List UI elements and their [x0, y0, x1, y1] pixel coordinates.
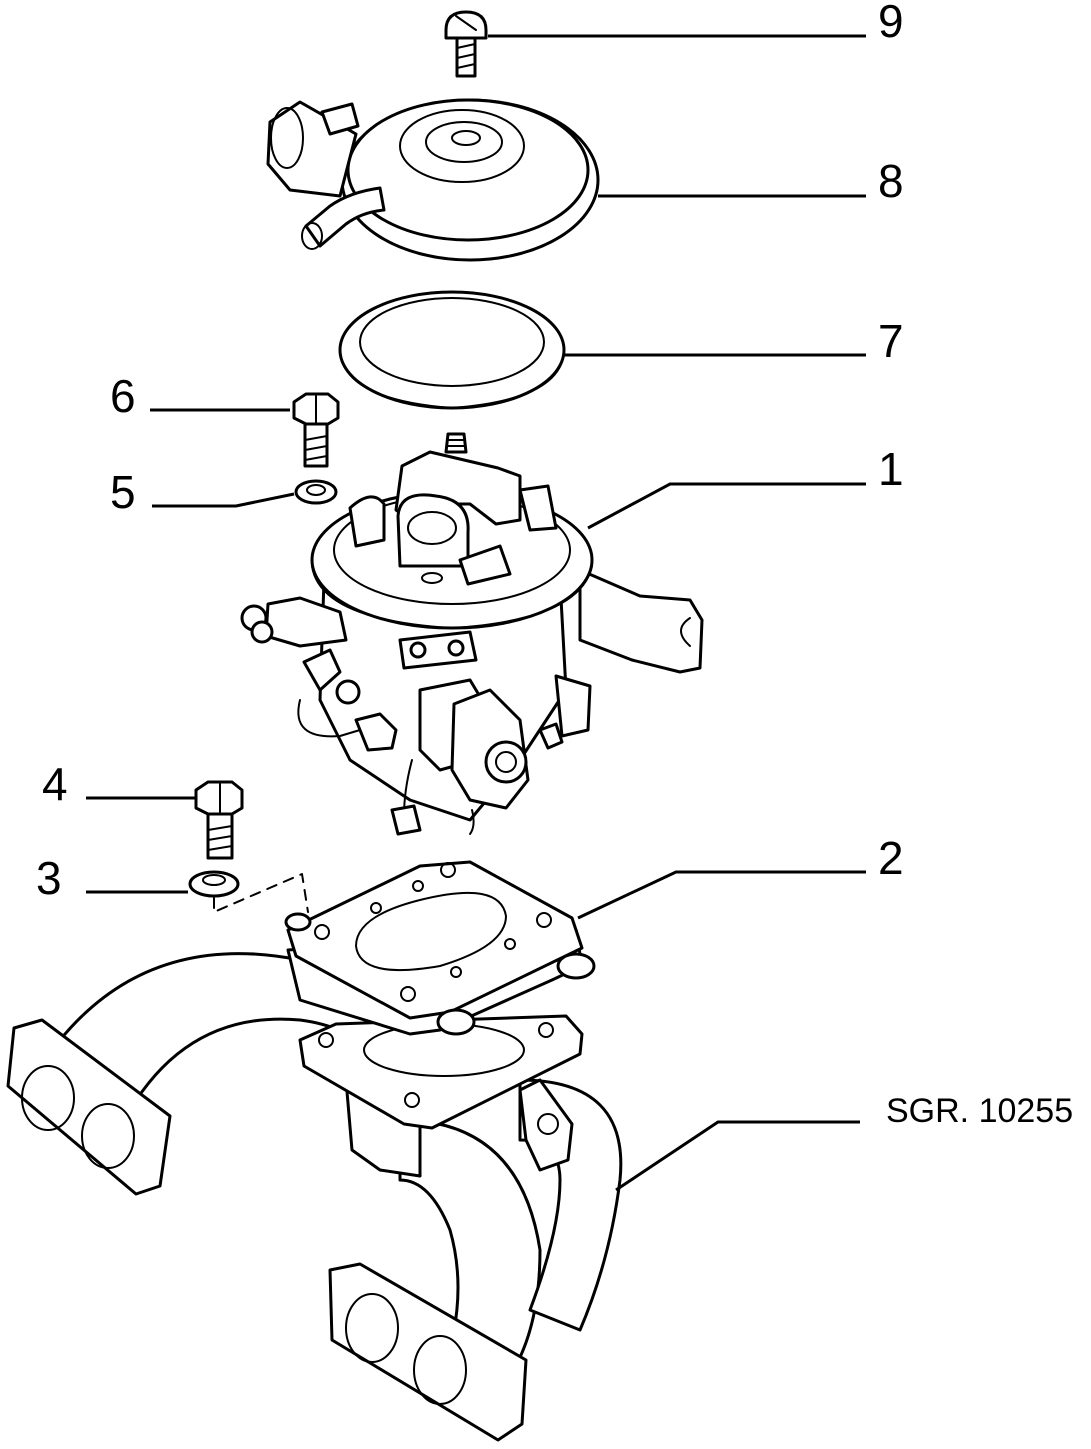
callout-1: 1	[878, 443, 904, 495]
callout-8: 8	[878, 155, 904, 207]
throttle-body-part-1	[240, 432, 704, 836]
callout-3: 3	[36, 852, 62, 904]
callout-2: 2	[878, 832, 904, 884]
bolt-part-6	[292, 392, 340, 468]
screw-part-9	[444, 10, 488, 78]
leader-lines	[86, 34, 866, 1192]
callout-5: 5	[110, 466, 136, 518]
bolt-part-4	[194, 780, 244, 860]
sealing-ring-part-7	[338, 290, 566, 410]
callout-7: 7	[878, 315, 904, 367]
spacer-flange-part-2	[284, 860, 596, 1036]
air-filter-cover-part-8	[266, 98, 600, 262]
dashed-assembly-line-3	[213, 873, 309, 913]
washer-part-5	[294, 479, 338, 505]
washer-part-3	[188, 870, 240, 898]
intake-manifold	[6, 952, 623, 1442]
reference-code: SGR. 10255	[886, 1092, 1073, 1130]
callout-4: 4	[42, 758, 68, 810]
callout-6: 6	[110, 370, 136, 422]
callout-9: 9	[878, 0, 904, 47]
